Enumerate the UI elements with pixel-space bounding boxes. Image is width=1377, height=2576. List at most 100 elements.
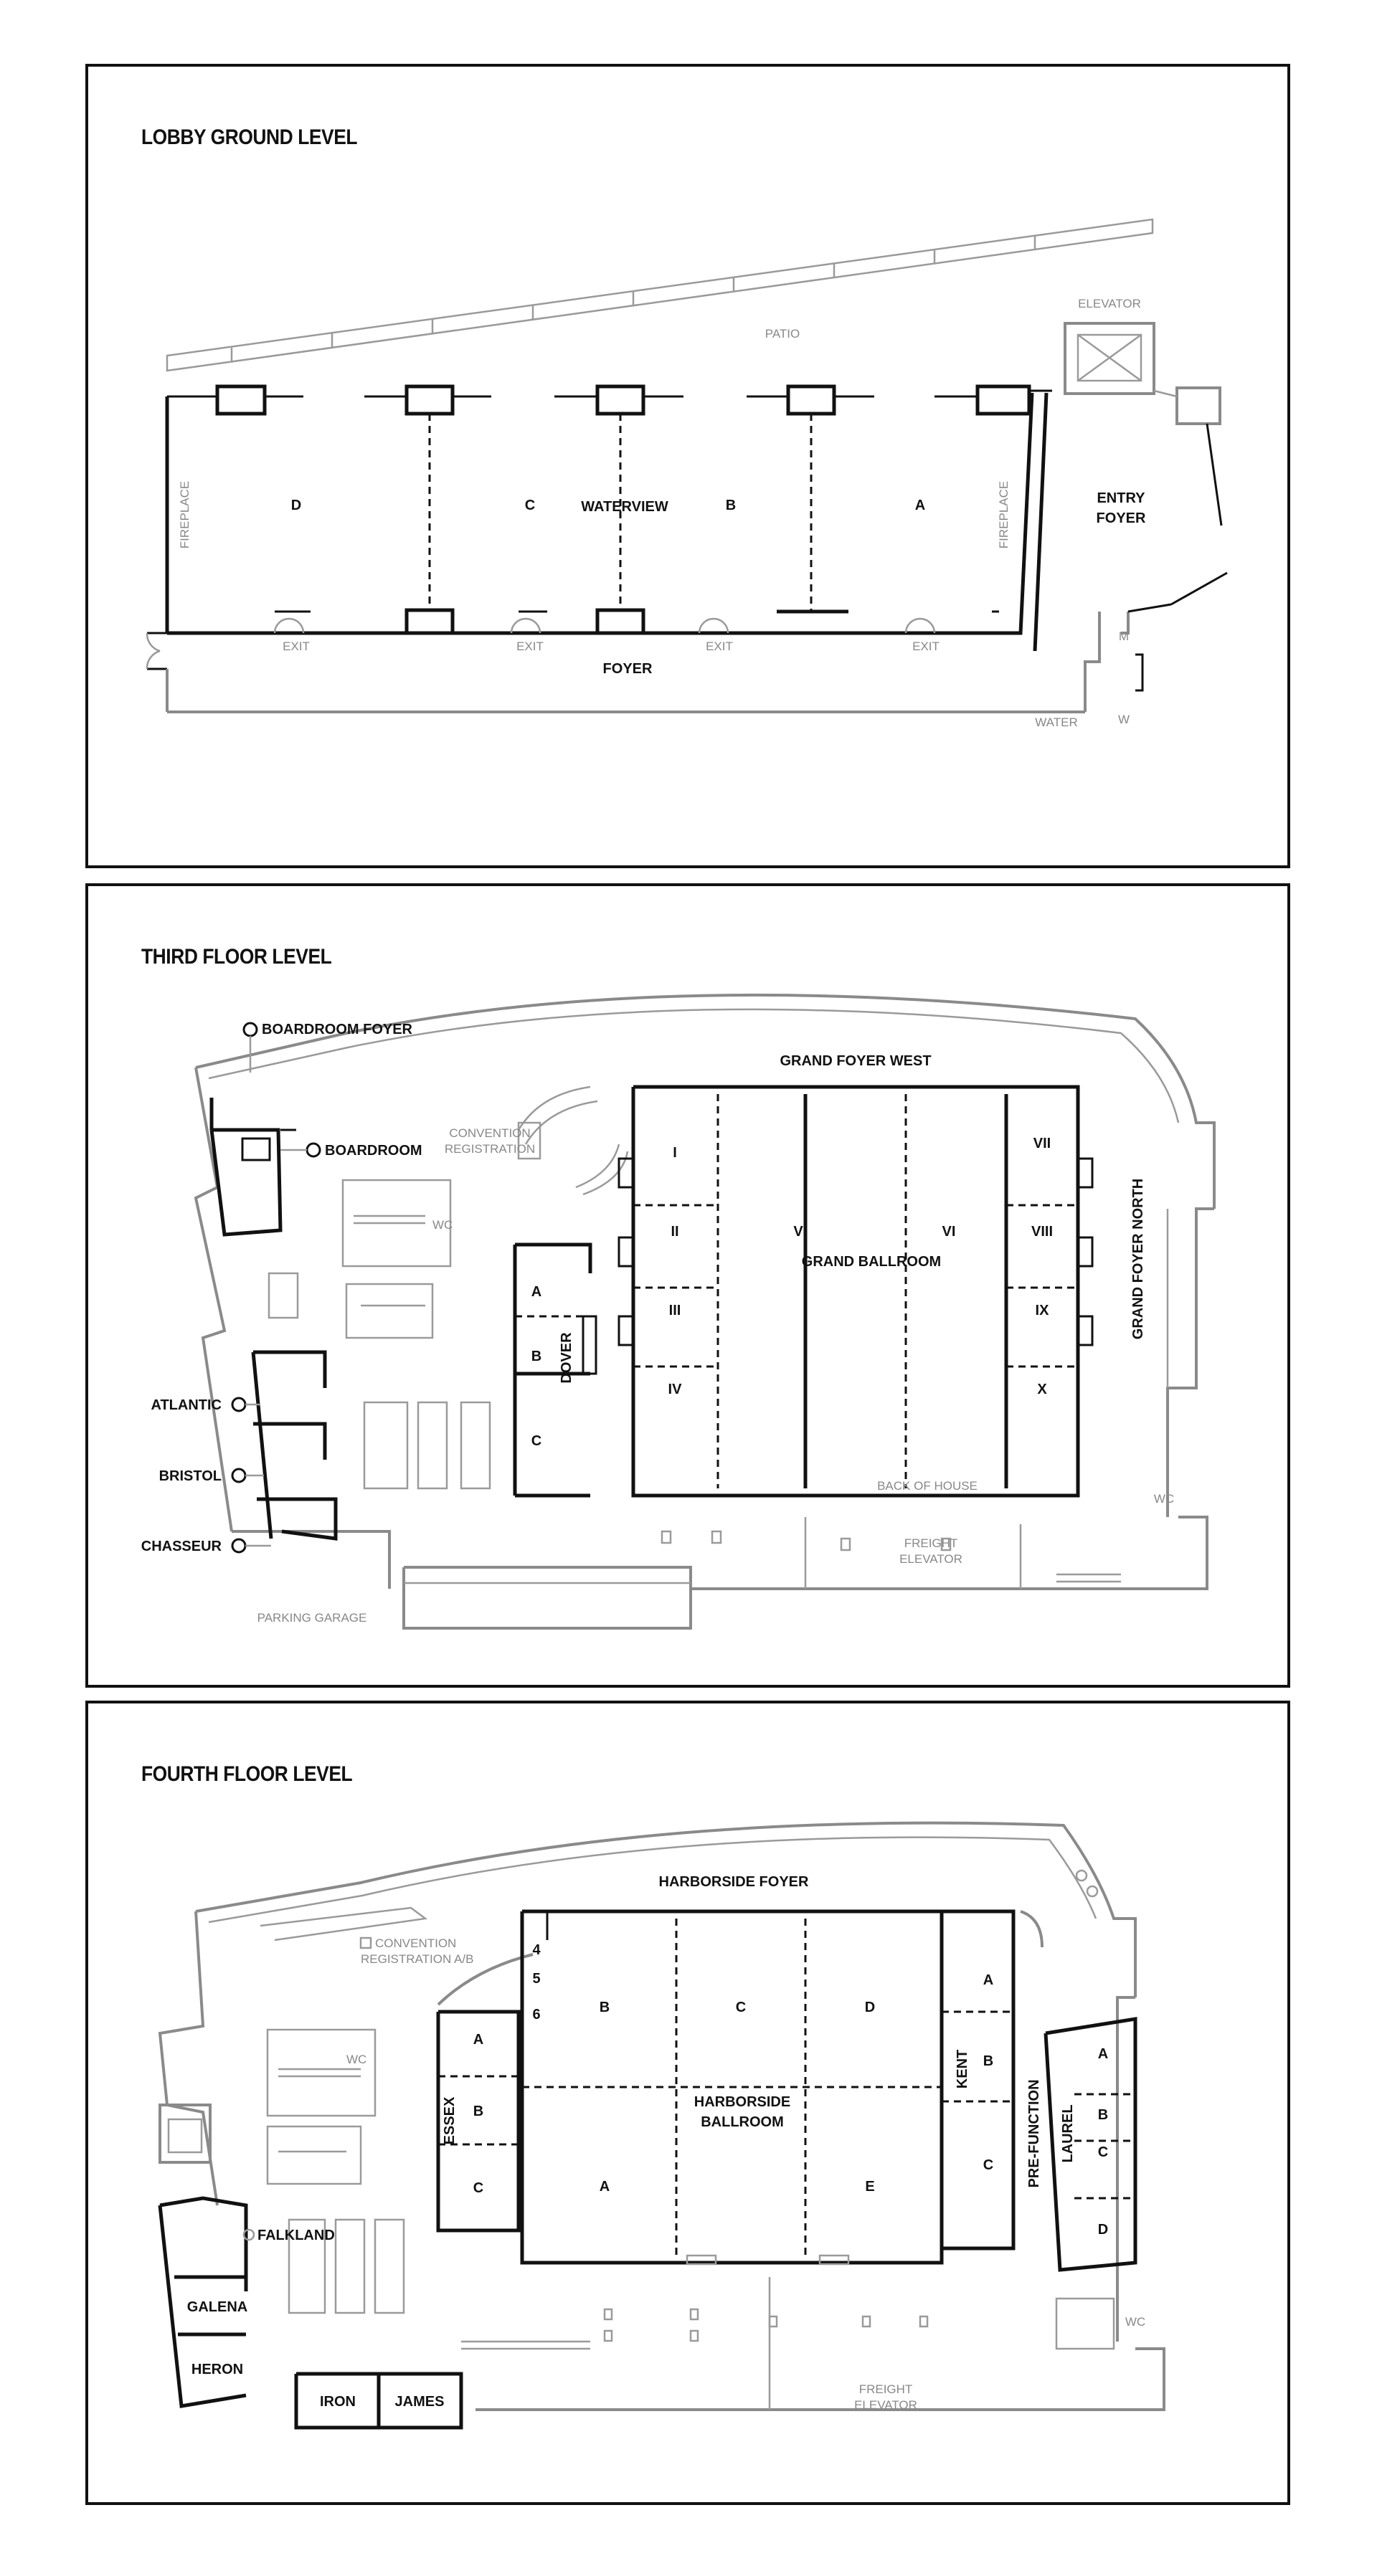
foyer-label: FOYER — [603, 661, 653, 677]
convention-marker — [359, 1936, 372, 1949]
room-i-label: I — [673, 1145, 677, 1161]
room-d-label: D — [291, 498, 301, 513]
salon-5-label: 5 — [532, 1971, 540, 1987]
room-viii-label: VIII — [1031, 1224, 1053, 1240]
panel-title: THIRD FLOOR LEVEL — [141, 945, 332, 969]
convention-label: CONVENTION — [449, 1126, 530, 1140]
salon-6-label: 6 — [532, 2007, 540, 2023]
iron-james-rooms — [294, 2372, 463, 2430]
heron-label: HERON — [191, 2362, 243, 2377]
kent-a-label: A — [983, 1972, 993, 1988]
laurel-b-label: B — [1098, 2107, 1108, 2123]
laurel-rooms — [1044, 2017, 1137, 2272]
exit-doors — [146, 617, 936, 670]
lobby-floor-plan: PATIO ELEVATOR ENTRY FOYER FIREPLACE FIR… — [146, 218, 1228, 729]
room-x-label: X — [1037, 1382, 1047, 1397]
bristol-label: BRISTOL — [159, 1468, 222, 1484]
third-floor-plan: BOARDROOM FOYER BOARDROOM CONVENTION REG… — [141, 993, 1216, 1630]
back-of-house — [661, 1517, 1121, 1589]
room-b-label: B — [726, 498, 736, 513]
parking-garage-label: PARKING GARAGE — [257, 1611, 367, 1625]
boardroom-label: BOARDROOM — [325, 1143, 422, 1159]
building-outline — [194, 993, 1216, 1630]
room-labels: HARBORSIDE FOYER CONVENTION REGISTRATION… — [187, 1874, 1145, 2412]
essex-a-label: A — [473, 2032, 483, 2048]
salon-4-label: 4 — [532, 1942, 541, 1958]
room-c-label: C — [525, 498, 535, 513]
essex-rooms — [436, 1953, 534, 2233]
ballroom-label: BALLROOM — [701, 2114, 784, 2130]
essex-label: ESSEX — [442, 2096, 458, 2144]
boardroom — [209, 1022, 321, 1237]
registration-label: REGISTRATION — [445, 1142, 535, 1156]
service-core — [266, 1869, 1115, 2350]
exit-label-4: EXIT — [912, 640, 940, 653]
james-label: JAMES — [395, 2394, 445, 2410]
falkland-label: FALKLAND — [257, 2228, 335, 2243]
partition-pockets-top — [215, 384, 1031, 416]
exit-label-3: EXIT — [706, 640, 733, 653]
structural-columns — [603, 2277, 929, 2410]
harborside-ballroom — [520, 1909, 944, 2266]
entry-label: ENTRY — [1097, 490, 1145, 506]
fourth-floor-level-panel: FOURTH FLOOR LEVEL — [85, 1701, 1290, 2505]
elevator-core — [1064, 322, 1228, 692]
room-ix-label: IX — [1036, 1303, 1050, 1318]
patio-label: PATIO — [765, 327, 800, 341]
third-floor-level-panel: THIRD FLOOR LEVEL — [85, 883, 1290, 1688]
room-iv-label: IV — [668, 1382, 683, 1397]
freight-label: FREIGHT — [859, 2382, 913, 2396]
room-labels: PATIO ELEVATOR ENTRY FOYER FIREPLACE FIR… — [178, 297, 1146, 729]
fourth-floor-plan: HARBORSIDE FOYER CONVENTION REGISTRATION… — [158, 1821, 1165, 2430]
elevator-label: ELEVATOR — [899, 1552, 962, 1566]
fireplace-label-right: FIREPLACE — [997, 481, 1011, 548]
lobby-ground-level-panel: LOBBY GROUND LEVEL — [85, 64, 1290, 868]
left-meeting-rooms — [231, 1272, 338, 1554]
patio-wall — [166, 218, 1154, 372]
room-iii-label: III — [669, 1303, 681, 1318]
dover-b-label: B — [531, 1349, 541, 1364]
essex-c-label: C — [473, 2180, 483, 2196]
room-labels: BOARDROOM FOYER BOARDROOM CONVENTION REG… — [141, 1022, 1174, 1625]
wc-right-label: WC — [1154, 1492, 1174, 1506]
laurel-c-label: C — [1098, 2144, 1108, 2160]
entry-foyer-label: FOYER — [1097, 510, 1146, 526]
m-label: M — [1119, 629, 1129, 643]
kent-b-label: B — [983, 2053, 993, 2069]
kent-label: KENT — [955, 2050, 970, 2088]
harborside-d-label: D — [865, 2000, 875, 2015]
elevator-label: ELEVATOR — [1078, 297, 1141, 310]
room-ii-label: II — [671, 1224, 678, 1240]
waterview-room-walls — [147, 389, 1101, 713]
room-a-label: A — [915, 498, 925, 513]
fireplace-label-left: FIREPLACE — [178, 481, 191, 548]
grand-foyer-west-label: GRAND FOYER WEST — [780, 1053, 931, 1069]
room-vi-label: VI — [942, 1224, 956, 1240]
laurel-a-label: A — [1098, 2046, 1108, 2062]
dover-a-label: A — [531, 1284, 541, 1300]
panel-title: FOURTH FLOOR LEVEL — [141, 1762, 353, 1786]
chasseur-label: CHASSEUR — [141, 1539, 222, 1554]
waterview-label: WATERVIEW — [581, 499, 668, 515]
left-meeting-rooms — [158, 2104, 255, 2408]
wc-right-label: WC — [1125, 2315, 1145, 2329]
water-label: WATER — [1035, 716, 1078, 729]
freight-label: FREIGHT — [904, 1536, 958, 1550]
dover-label: DOVER — [559, 1332, 574, 1384]
laurel-d-label: D — [1098, 2222, 1108, 2238]
atlantic-label: ATLANTIC — [151, 1397, 222, 1413]
harborside-foyer-label: HARBORSIDE FOYER — [659, 1874, 809, 1890]
exit-label-1: EXIT — [283, 640, 310, 653]
iron-label: IRON — [320, 2394, 356, 2410]
room-v-label: V — [793, 1224, 803, 1240]
harborside-c-label: C — [736, 2000, 746, 2015]
grand-ballroom — [617, 1085, 1094, 1498]
harborside-b-label: B — [600, 2000, 610, 2015]
harborside-e-label: E — [865, 2179, 874, 2195]
service-core — [341, 1085, 629, 1490]
registration-ab-label: REGISTRATION A/B — [361, 1952, 473, 1966]
kent-c-label: C — [983, 2157, 993, 2173]
wc-label: WC — [346, 2053, 366, 2066]
laurel-label: LAUREL — [1060, 2104, 1076, 2162]
w-label: W — [1118, 713, 1130, 726]
